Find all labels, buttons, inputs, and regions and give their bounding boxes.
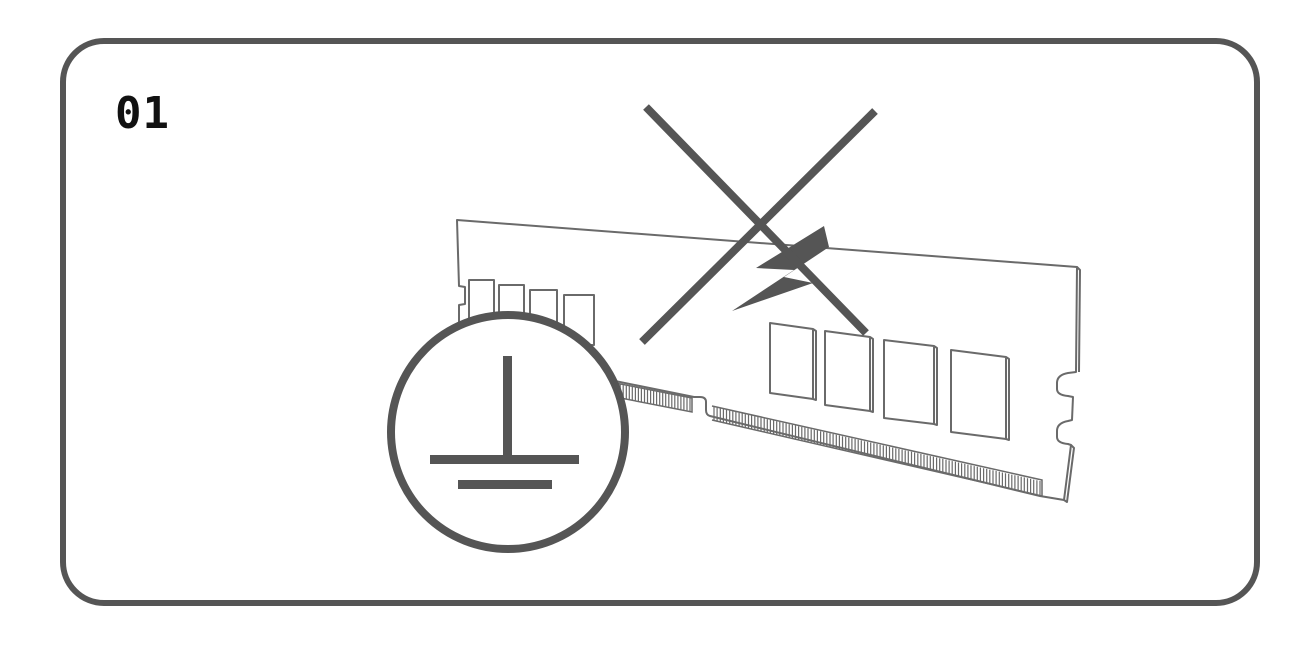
ram-board-edge bbox=[1063, 266, 1081, 503]
ground-symbol-icon bbox=[387, 311, 629, 553]
step-number: 01 bbox=[115, 88, 170, 139]
cross-icon bbox=[639, 104, 878, 345]
ram-module-icon bbox=[456, 219, 1081, 503]
ram-chip bbox=[883, 339, 938, 426]
ram-pin-strip-outline bbox=[599, 379, 1043, 497]
lightning-bolt-icon bbox=[732, 226, 829, 311]
ram-pin-contacts bbox=[601, 381, 1041, 495]
ram-chip bbox=[824, 330, 874, 413]
ram-pins-right bbox=[713, 407, 1041, 495]
ram-chip bbox=[769, 322, 817, 401]
ram-board-outline bbox=[456, 219, 1078, 501]
ram-chip bbox=[950, 349, 1010, 441]
